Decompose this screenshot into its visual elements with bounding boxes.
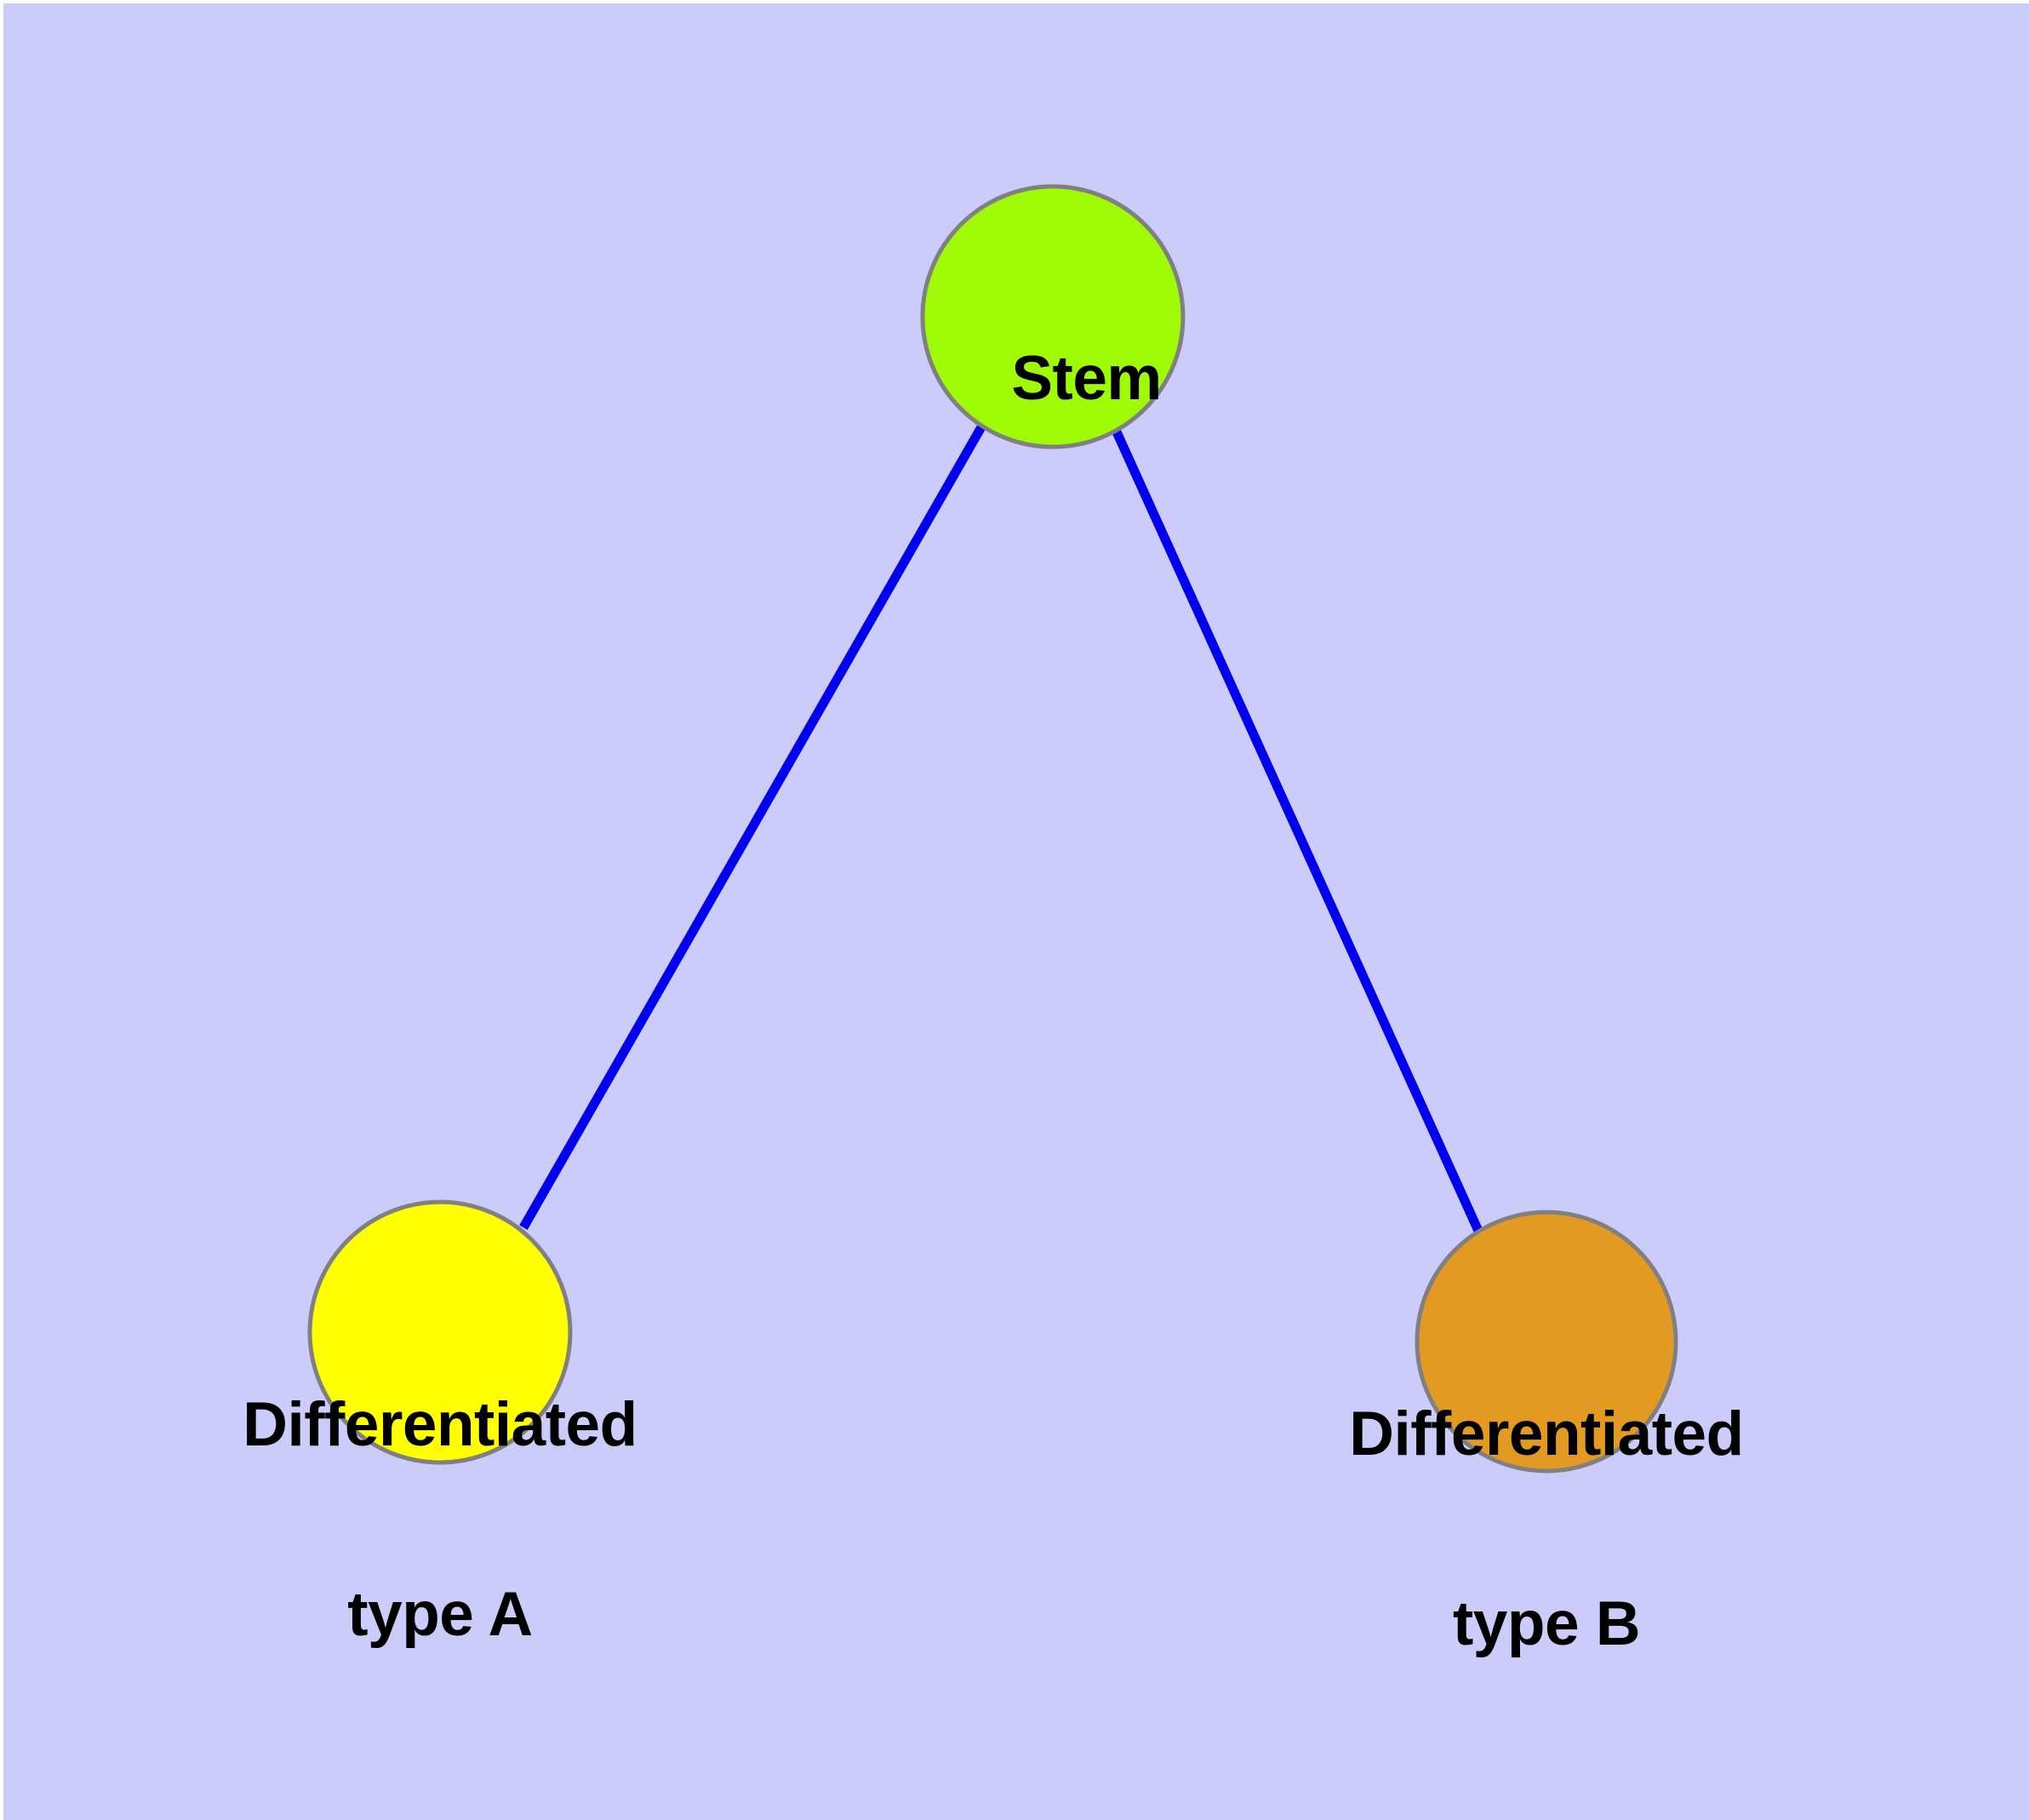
edge-stem-to-diff-a (519, 423, 986, 1230)
node-circle-diff-a[interactable] (307, 1199, 573, 1465)
edge-stem-to-diff-b (1110, 426, 1484, 1235)
node-circle-stem[interactable] (920, 184, 1186, 449)
edge-layer (519, 423, 1484, 1235)
node-layer (307, 184, 1678, 1474)
node-circle-diff-b[interactable] (1415, 1210, 1678, 1474)
